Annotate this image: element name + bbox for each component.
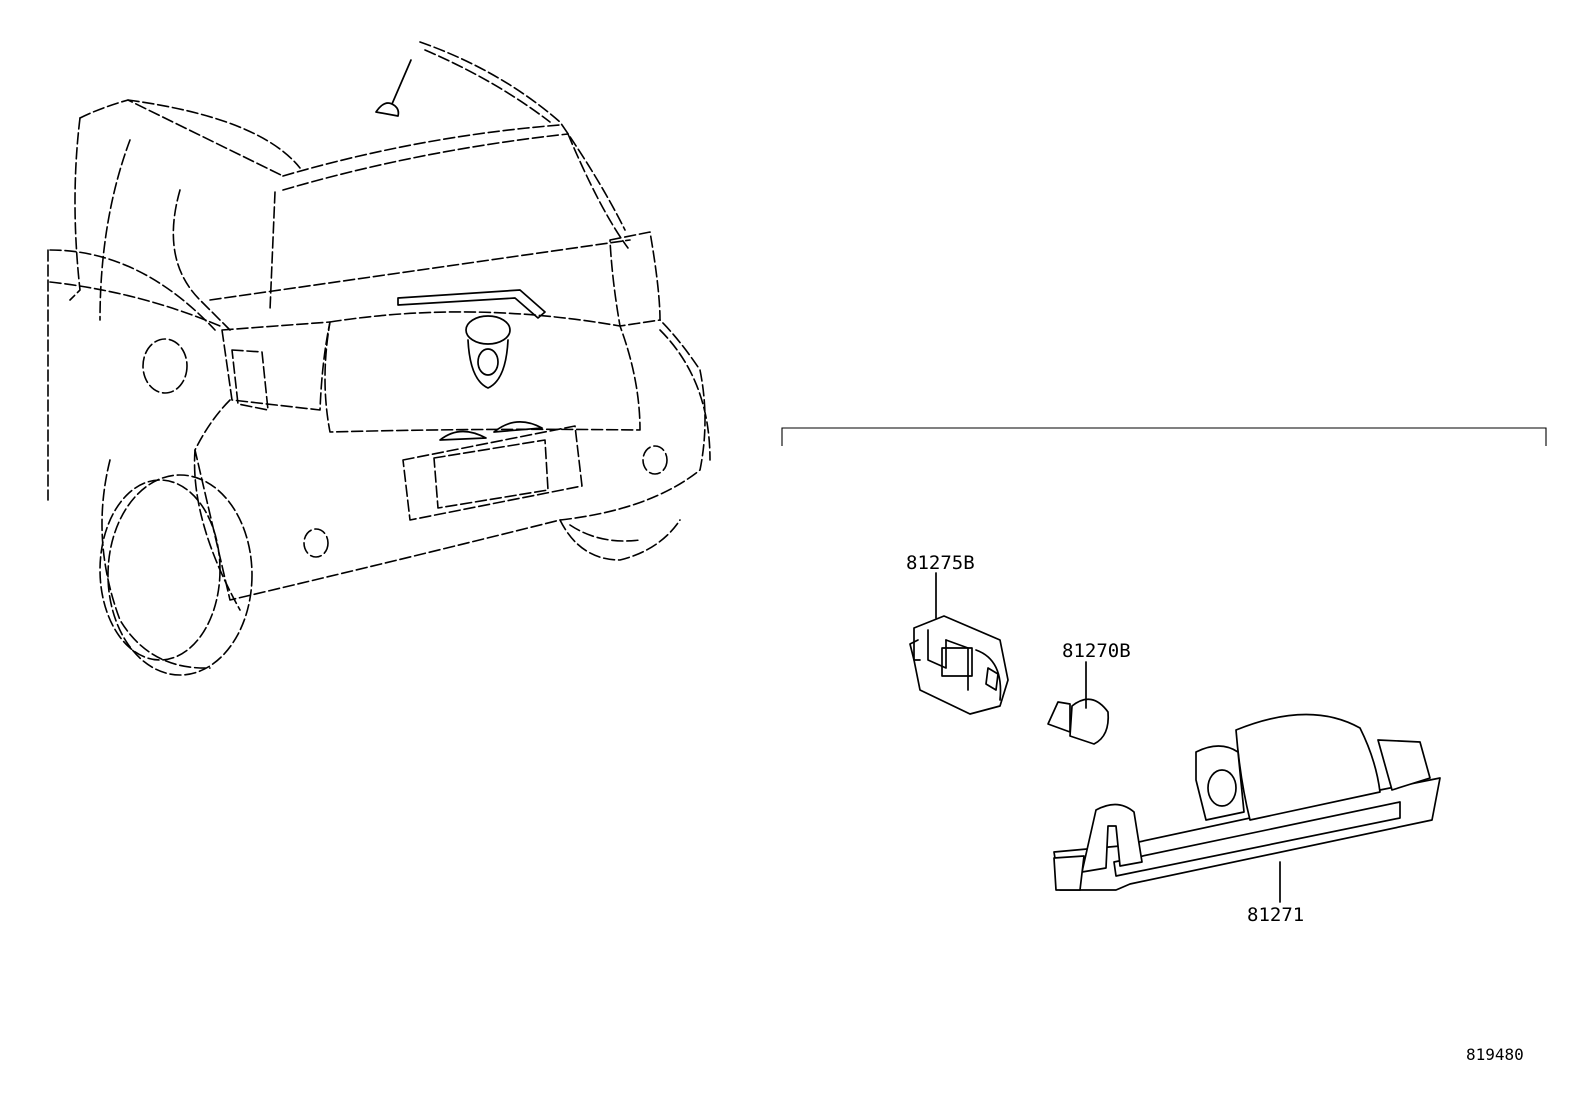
group-bracket xyxy=(781,427,1547,446)
lamp-part-number: 81271 xyxy=(1247,904,1304,926)
bulb-part xyxy=(1047,698,1110,745)
socket-part xyxy=(909,615,1009,715)
bulb-part-number: 81270B xyxy=(1062,640,1131,662)
diagram-reference-number: 819480 xyxy=(1466,1045,1524,1064)
lamp-assembly-part xyxy=(1053,713,1441,891)
socket-part-number: 81275B xyxy=(906,552,975,574)
vehicle-illustration xyxy=(47,41,711,676)
antenna xyxy=(375,59,412,117)
